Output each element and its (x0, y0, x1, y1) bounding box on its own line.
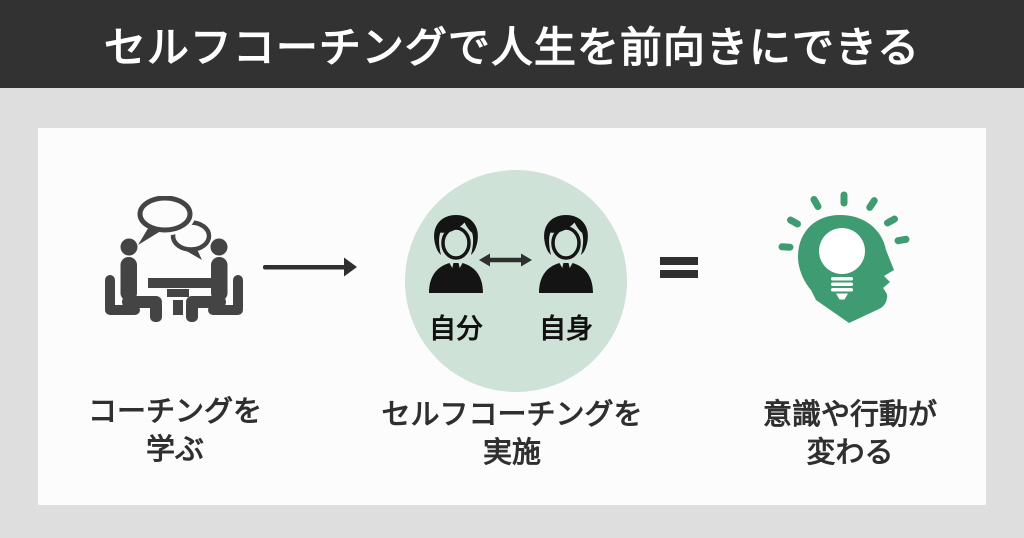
idea-rays (778, 191, 910, 251)
step-learn-line2: 学ぶ (145, 434, 204, 466)
equals-sign (660, 257, 698, 283)
coaching-session-icon (105, 196, 243, 322)
self-coaching-circle: 自分 自身 (405, 170, 627, 392)
title-bar: セルフコーチングで人生を前向きにできる (0, 0, 1024, 88)
step-practice-line1: セルフコーチングを (381, 399, 643, 431)
step-result-line1: 意識や行動が (762, 399, 937, 431)
right-arrow-icon (263, 257, 357, 277)
step-practice-caption: セルフコーチングを 実施 (362, 396, 662, 472)
person-label-self: 自分 (429, 314, 483, 344)
content-card: コーチングを 学ぶ (38, 128, 986, 505)
step-practice-line2: 実施 (482, 437, 541, 469)
step-result-line2: 変わる (806, 437, 894, 469)
two-way-arrow-icon (479, 253, 532, 267)
head-with-lightbulb-icon (778, 191, 910, 323)
step-result-caption: 意識や行動が 変わる (700, 396, 1000, 472)
equals-bar-bottom (660, 270, 698, 278)
person-label-oneself: 自身 (539, 314, 593, 344)
page-title: セルフコーチングで人生を前向きにできる (103, 23, 921, 71)
businessman-self-icon (429, 215, 483, 293)
businessman-oneself-icon (539, 215, 593, 293)
equals-bar-top (660, 257, 698, 265)
step-learn-caption: コーチングを 学ぶ (25, 393, 325, 469)
step-learn-line1: コーチングを (87, 396, 262, 428)
